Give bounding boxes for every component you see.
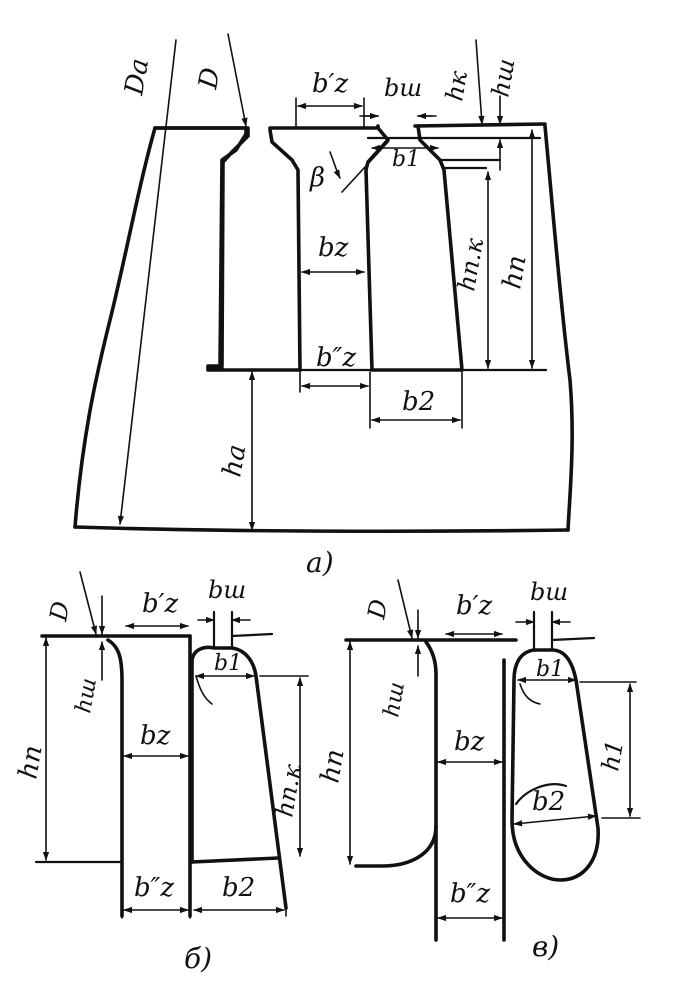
tooth-a (268, 128, 302, 372)
label-b1-a: b1 (392, 147, 420, 172)
slot-outline-b (190, 645, 288, 910)
slot-outline-v (510, 648, 600, 882)
ext-h1-v (579, 681, 641, 819)
label-ha-a: ha (217, 442, 252, 479)
figure-a: Da D b′z bш hк hш b1 β bz hп.к hп b″z b2… (73, 33, 574, 579)
label-bz-a: bz (318, 233, 349, 263)
left-slot-wall-v (354, 640, 438, 868)
label-bsh-a: bш (384, 74, 422, 102)
label-D-v: D (362, 597, 393, 622)
top-rim-a (268, 122, 547, 130)
caption-v: в) (532, 930, 559, 963)
hk-line-a (438, 158, 502, 170)
top-rim-right-b (230, 632, 274, 638)
figure-b: D b′z bш hш b1 bz hп.к hп b″z b2 б) (13, 571, 309, 975)
label-hsh-v: hш (379, 680, 410, 719)
label-bz-b: bz (140, 721, 171, 751)
stator-left-edge-a (73, 126, 157, 529)
slot-arc-top-v (519, 683, 541, 705)
label-b2-b: b2 (222, 873, 255, 903)
label-b2-v: b2 (532, 787, 565, 817)
ext-bottom-a (299, 371, 463, 429)
dim-D-b (79, 571, 98, 635)
ext-bz-prime-a (295, 97, 365, 129)
label-hpk-b: hп.к (270, 761, 307, 819)
dim-hk-a (475, 39, 485, 125)
label-bz-dprime-b: b″z (134, 873, 174, 903)
stator-bottom-a (73, 525, 570, 534)
label-beta-a: β (309, 163, 325, 193)
dim-b2-v (513, 813, 597, 827)
label-bsh-b: bш (208, 576, 246, 604)
label-D-b: D (44, 599, 75, 624)
beta-line-a (341, 141, 389, 193)
stator-outline-a (153, 126, 248, 370)
left-slot-a (153, 126, 302, 372)
label-bz-prime-v: b′z (456, 591, 493, 621)
label-hk-a: hк (440, 68, 473, 103)
slot-arc-b (195, 675, 213, 705)
dim-D-v (397, 579, 414, 639)
label-b1-b: b1 (214, 651, 242, 676)
slot-arc-bottom-v (514, 783, 568, 806)
label-b2-a: b2 (402, 387, 435, 417)
slot-bottom-b (190, 856, 280, 864)
figure-v: D b′z bш hш b1 bz h1 hп b2 b″z в) (315, 578, 641, 963)
caption-b: б) (184, 942, 212, 975)
label-hp-b: hп (13, 743, 48, 781)
stator-right-edge-a (543, 124, 574, 532)
ext-bz-dprime-b (121, 915, 191, 919)
label-b1-v: b1 (536, 657, 564, 682)
slot-opening-v (532, 610, 554, 652)
label-bz-prime-b: b′z (142, 589, 179, 619)
top-rim-right-v (550, 636, 596, 642)
label-bsh-v: bш (530, 578, 568, 606)
label-hsh-b: hш (71, 676, 102, 715)
dim-D-a (227, 33, 248, 127)
caption-a: а) (306, 546, 334, 579)
label-D-a: D (193, 65, 226, 92)
label-bz-dprime-a: b″z (316, 343, 356, 373)
label-h1-v: h1 (596, 738, 629, 773)
label-hpk-a: hп.к (452, 235, 489, 293)
label-hp-a: hп (497, 253, 532, 291)
label-bz-dprime-v: b″z (450, 879, 490, 909)
label-bz-v: bz (454, 727, 485, 757)
label-hp-v: hп (315, 747, 350, 785)
left-slot-wall-b (106, 638, 124, 918)
label-bz-prime-a: b′z (312, 69, 349, 99)
slot-opening-b (212, 610, 234, 650)
label-Da-a: Da (119, 56, 155, 98)
dim-Da-a (117, 39, 177, 525)
beta-arc-a (329, 151, 341, 179)
label-hsh-a: hш (486, 57, 520, 99)
